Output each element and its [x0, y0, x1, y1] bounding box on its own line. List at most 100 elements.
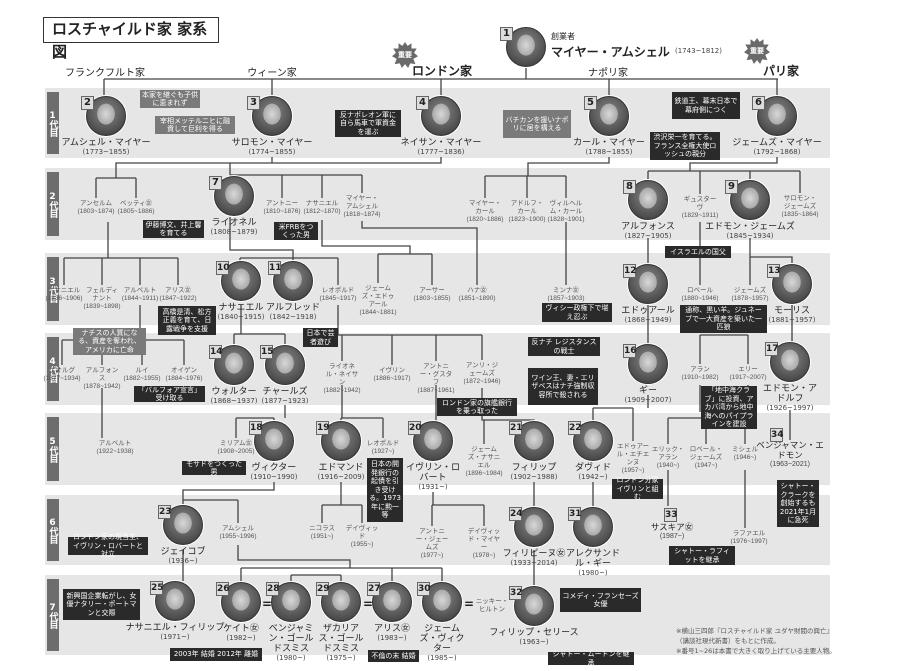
person-name: チャールズ	[262, 387, 308, 397]
person-number-badge: 26	[216, 582, 230, 596]
generation-label: 7代目	[47, 579, 59, 651]
person-label: イヴリン・ロバート(1931~)	[405, 463, 461, 492]
annotation-note-n19: 日本の開発銀行の起債を引き受ける。1973年に勲一等	[367, 458, 403, 522]
person-name: アルフォンス	[85, 367, 119, 382]
annotation-note-n17: 「地中海クラブ」に投資、アカバ湾から地中海へのパイプラインを建設	[701, 386, 757, 429]
person-33: サスキア㊛(1987~)	[637, 522, 707, 542]
person-years: (1942~)	[578, 473, 608, 481]
person-years: (1983~)	[377, 634, 407, 642]
person-name: ジェームズ・マイヤー	[732, 138, 822, 148]
generation-label: 1代目	[47, 92, 59, 154]
portrait-founder	[506, 27, 546, 67]
person-years: (1931~)	[418, 483, 448, 491]
person-name: オイゲン	[171, 367, 197, 374]
footnote-numbers: ※番号1~26は本書で大きく取り上げている主要人物。	[676, 647, 836, 655]
person-years: (1868~1949)	[624, 316, 672, 324]
person-number-badge: 1	[500, 27, 513, 41]
person-years: (1980~)	[276, 654, 306, 662]
person-number-badge: 31	[568, 507, 582, 521]
person-name: フィリップ	[511, 463, 557, 473]
person-leopold45: レオポルド(1845~1917)	[319, 287, 356, 303]
person-years: (1835~1864)	[781, 211, 819, 218]
person-years: (1840~1915)	[217, 313, 265, 321]
person-years: (1927~)	[371, 448, 395, 455]
person-name: ナサニエル・フィリップ	[125, 623, 225, 633]
person-name: アントニー・グスタフ	[419, 363, 453, 386]
person-number-badge: 13	[767, 264, 781, 278]
person-years: (1987~)	[659, 533, 685, 540]
person-years: (1882~1955)	[123, 375, 161, 382]
person-number-badge: 5	[584, 96, 597, 110]
annotation-note-n3: 宰相メッテルニヒに融資して巨利を得る	[155, 116, 235, 134]
person-number-badge: 32	[509, 586, 523, 600]
person-name: ラファエル	[732, 530, 766, 537]
person-years: (1842~1918)	[269, 313, 317, 321]
person-anthony: アントニー(1810~1876)	[263, 200, 300, 216]
person-label: ジェイコブ(1936~)	[160, 547, 205, 566]
person-years: (1980~)	[578, 569, 608, 577]
annotation-note-n23: ロンドン家の現当主、イヴリン・ロバートと対立	[68, 533, 148, 558]
person-name: ベンジャマン・エドモン	[756, 440, 824, 460]
footnote-source: ※横山三四郎『ロスチャイルド家 ユダヤ財閥の興亡』（講談社現代新書）をもとに作成…	[676, 627, 833, 645]
annotation-note-n6: 鉄道王、幕末日本で幕府側につく	[672, 92, 740, 119]
person-label: フィリップ(1902~1988)	[511, 463, 558, 482]
person-jamesedouard: ジェームズ・エドゥアール(1844~1881)	[359, 285, 397, 317]
person-label: ナサニエル・フィリップ(1971~)	[126, 623, 225, 642]
person-years: (1845~1934)	[726, 232, 774, 240]
person-eugen: オイゲン(1884~1976)	[165, 367, 202, 383]
person-years: (1829~1911)	[681, 212, 719, 219]
person-name: エリー	[738, 366, 758, 373]
person-number-badge: 29	[316, 582, 330, 596]
person-number-badge: 8	[623, 180, 636, 194]
person-number-badge: 10	[216, 261, 230, 275]
person-robert: ロベール(1880~1946)	[681, 287, 719, 303]
portrait-person-12	[628, 264, 668, 304]
person-years: (1946~)	[733, 454, 757, 461]
person-name: ジェームズ・エドゥアール	[361, 285, 395, 308]
person-mayercarl: マイヤー・カール(1820~1886)	[466, 200, 503, 224]
person-years: (1909~2007)	[624, 396, 672, 404]
person-name: サロモン・マイヤー	[231, 138, 313, 148]
person-years: (1940~)	[656, 462, 680, 469]
person-label: アルフレッド(1842~1918)	[266, 303, 320, 322]
annotation-note-n27: 不倫の末 結婚	[368, 650, 419, 662]
person-years: (1818~1874)	[343, 211, 381, 218]
person-label: フィリップ・セリース(1963~)	[489, 628, 578, 647]
annotation-note-n18: モサドをつくった男	[182, 460, 246, 476]
person-years: (1955~1996)	[219, 533, 257, 540]
person-label: アレクサンドル・ギー(1980~)	[565, 549, 621, 578]
person-name: アルフレッド	[266, 303, 320, 313]
person-alice: アリス㊛(1847~1922)	[159, 287, 196, 303]
person-jamesnathaniel: ジェームズ・ナサニエル(1896~1984)	[465, 446, 502, 478]
person-name: ジェームズ・ナサニエル	[467, 446, 501, 469]
founder-role: 創業者	[551, 32, 575, 41]
person-years: (1880~1946)	[681, 295, 719, 302]
generation-label: 2代目	[47, 172, 59, 236]
person-years: (1878~1942)	[83, 383, 121, 390]
person-number-badge: 28	[266, 582, 280, 596]
person-name: デイヴィッド・マイヤー	[467, 528, 501, 551]
person-name: ヴィクター	[251, 463, 297, 473]
person-name: ロベール	[687, 287, 713, 294]
person-name: ジェームズ・ヴィクター	[419, 624, 465, 654]
person-anthonyjames: アントニー・ジェームズ(1977~)	[415, 528, 449, 560]
person-name: エドモン・ジェームズ	[705, 222, 795, 232]
person-arthur: アーサー(1803~1855)	[413, 287, 450, 303]
person-james78: ジェームズ(1878~1957)	[731, 287, 768, 303]
person-label: アムシェル・マイヤー(1773~1855)	[61, 138, 150, 157]
person-name: マイヤー・カール	[468, 200, 502, 215]
person-label: ウォルター(1868~1937)	[211, 387, 258, 406]
person-name: ミリアム㊛	[219, 440, 253, 447]
person-label: エドモン・アドルフ(1926~1997)	[762, 384, 818, 413]
person-years: (1844~1881)	[359, 309, 397, 316]
person-number-badge: 12	[623, 264, 637, 278]
person-name: イヴリン・ロバート	[405, 463, 460, 483]
person-mayeramschel: マイヤー・アムシェル(1818~1874)	[343, 195, 381, 219]
person-davidmayer: デイヴィッド・マイヤー(1978~)	[467, 528, 501, 560]
generation-label: 5代目	[47, 417, 59, 481]
person-years: (1926~1997)	[766, 404, 814, 412]
person-years: (1777~1836)	[417, 148, 465, 156]
founder-name: マイヤー・アムシェル	[551, 45, 670, 59]
person-number-badge: 20	[408, 421, 422, 435]
person-years: (1881~1957)	[768, 316, 816, 324]
